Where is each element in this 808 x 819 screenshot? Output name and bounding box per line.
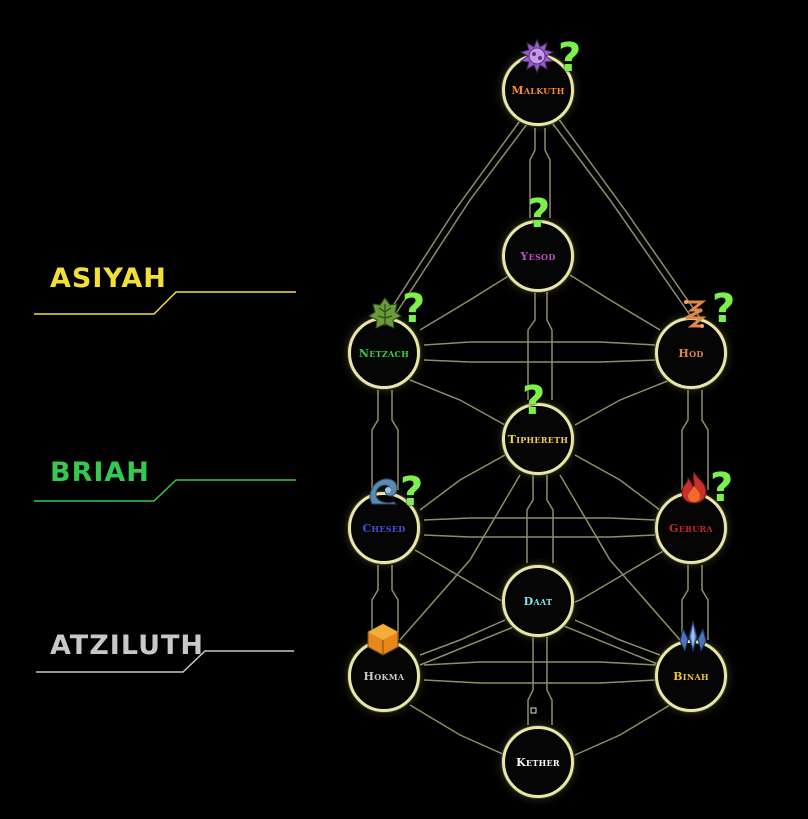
path-daat-hokma xyxy=(419,619,506,656)
sephirah-daat[interactable]: Daat xyxy=(502,565,574,637)
path-yesod-tiphereth-2 xyxy=(546,292,553,400)
red-flame-icon xyxy=(681,470,707,504)
sephirah-gebura[interactable]: Gebura xyxy=(655,492,727,564)
sephirah-label-netzach: Netzach xyxy=(358,346,410,360)
sephirah-yesod[interactable]: Yesod xyxy=(502,220,574,292)
path-netzach-chesed-2 xyxy=(391,390,399,490)
path-tiphereth-binah xyxy=(559,474,681,641)
blue-wave-icon xyxy=(369,478,398,505)
path-malkuth-netzach xyxy=(394,119,531,316)
sephirah-label-hod: Hod xyxy=(678,346,704,360)
briah-leader-line xyxy=(34,479,296,502)
sephirah-kether[interactable]: Kether xyxy=(502,726,574,798)
sephirah-netzach[interactable]: Netzach xyxy=(348,317,420,389)
path-yesod-netzach xyxy=(419,274,511,331)
path-tiphereth-daat xyxy=(526,475,534,563)
path-hokma-binah-2 xyxy=(423,679,657,684)
path-malkuth-yesod xyxy=(529,128,536,218)
path-daat-kether xyxy=(527,637,534,725)
path-malkuth-hod-2 xyxy=(557,117,701,319)
path-yesod-tiphereth xyxy=(527,292,536,400)
blue-crystal-icon xyxy=(679,620,707,653)
path-chesed-hokma xyxy=(371,565,379,640)
path-daat-kether-2 xyxy=(546,637,553,725)
path-gebura-binah xyxy=(681,565,689,640)
path-marker xyxy=(530,707,537,714)
locked-marker-tiphereth: ? xyxy=(522,378,546,424)
locked-marker-netzach: ? xyxy=(402,286,426,332)
orange-cube-icon xyxy=(367,623,399,656)
sephirah-label-malkuth: Malkuth xyxy=(511,83,565,97)
path-tiphereth-hokma xyxy=(399,474,521,641)
path-malkuth-yesod-2 xyxy=(544,128,551,218)
path-netzach-tiphereth xyxy=(409,379,506,426)
path-daat-binah xyxy=(574,619,661,656)
path-hokma-kether xyxy=(409,704,506,756)
path-malkuth-netzach-2 xyxy=(384,117,523,319)
path-netzach-hod xyxy=(423,341,657,346)
sephirah-label-binah: Binah xyxy=(673,669,709,683)
sephirah-label-hokma: Hokma xyxy=(363,669,405,683)
world-label-briah: BRIAH xyxy=(50,457,150,488)
sephirah-tiphereth[interactable]: Tiphereth xyxy=(502,403,574,475)
path-malkuth-hod xyxy=(549,119,691,316)
path-gebura-hokma xyxy=(419,549,666,666)
path-chesed-hokma-2 xyxy=(391,565,399,640)
locked-marker-gebura: ? xyxy=(710,465,734,511)
sephirah-hod[interactable]: Hod xyxy=(655,317,727,389)
sephirah-binah[interactable]: Binah xyxy=(655,640,727,712)
orange-chain-icon xyxy=(684,300,707,328)
sephirah-label-chesed: Chesed xyxy=(362,521,406,535)
path-gebura-binah-2 xyxy=(701,565,709,640)
path-tiphereth-daat-2 xyxy=(546,475,554,563)
path-tiphereth-chesed xyxy=(419,454,506,511)
purple-spiky-orb-icon xyxy=(519,38,555,74)
path-chesed-binah xyxy=(414,549,661,666)
world-label-atziluth: ATZILUTH xyxy=(50,630,205,661)
sephirah-label-yesod: Yesod xyxy=(520,249,556,263)
locked-marker-malkuth: ? xyxy=(558,35,582,81)
asiyah-leader-line xyxy=(34,291,296,315)
path-hod-gebura-2 xyxy=(701,390,709,490)
path-hod-gebura xyxy=(681,390,689,490)
world-label-asiyah: ASIYAH xyxy=(50,263,167,294)
path-chesed-gebura xyxy=(423,517,657,521)
locked-marker-yesod: ? xyxy=(527,191,551,237)
path-binah-kether xyxy=(574,704,671,756)
path-netzach-chesed xyxy=(371,390,379,490)
path-tiphereth-gebura xyxy=(574,454,661,511)
locked-marker-hod: ? xyxy=(712,286,736,332)
path-yesod-hod xyxy=(569,274,661,331)
path-hokma-binah xyxy=(423,661,657,666)
path-netzach-hod-2 xyxy=(423,359,657,363)
path-chesed-gebura-2 xyxy=(423,534,657,538)
locked-marker-chesed: ? xyxy=(400,469,424,515)
atziluth-leader-line xyxy=(36,650,294,673)
sephirah-label-daat: Daat xyxy=(523,594,553,608)
sephirah-label-tiphereth: Tiphereth xyxy=(507,432,569,446)
sephirah-label-gebura: Gebura xyxy=(669,521,713,535)
sephirah-label-kether: Kether xyxy=(516,755,560,769)
path-hod-tiphereth xyxy=(574,379,671,426)
green-leaf-icon xyxy=(368,297,402,329)
